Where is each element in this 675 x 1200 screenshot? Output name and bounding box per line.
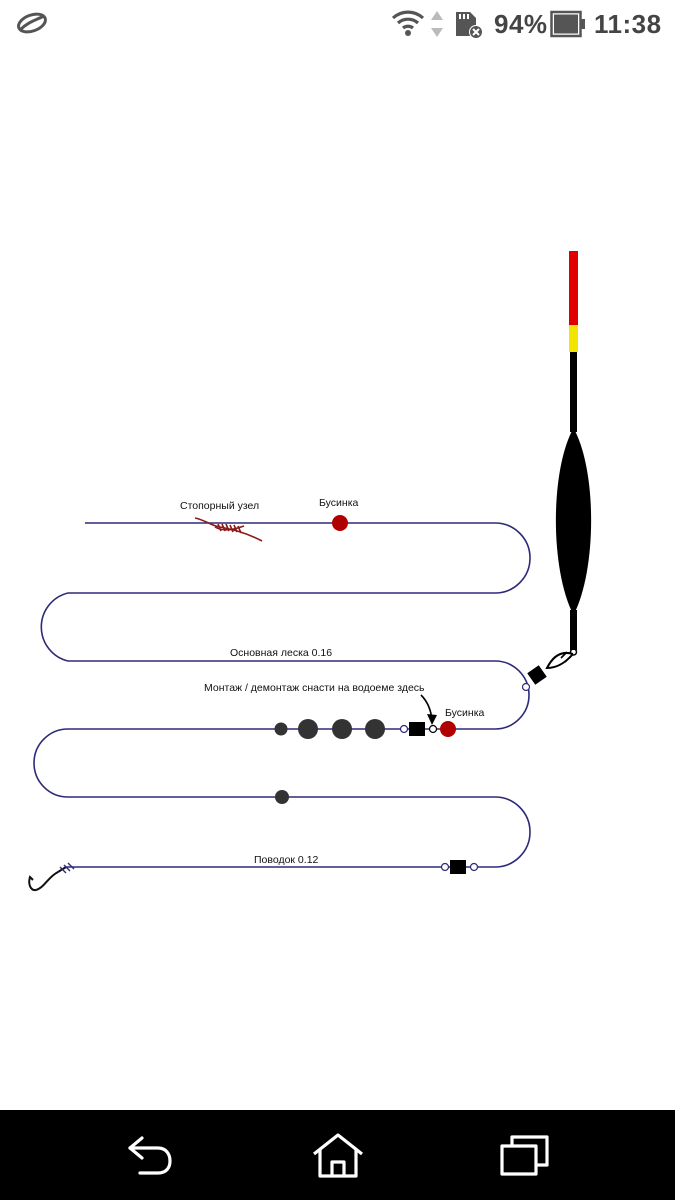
navigation-bar	[0, 1110, 675, 1200]
battery-icon	[550, 10, 585, 38]
stopper-knot-label: Стопорный узел	[180, 500, 260, 512]
sinker-large	[365, 719, 385, 739]
wifi-icon	[391, 10, 425, 36]
sd-card-icon	[456, 12, 483, 39]
status-bar: 94% 11:38	[0, 0, 675, 48]
float-rig-diagram: Стопорный узел Бусинка Основная леска 0.…	[0, 240, 675, 910]
bead-bottom-label: Бусинка	[445, 707, 485, 719]
leaf-icon	[17, 12, 47, 34]
bead-top-label: Бусинка	[319, 497, 359, 509]
float-icon	[555, 251, 592, 656]
recents-icon	[500, 1135, 549, 1176]
main-line-label: Основная леска 0.16	[230, 647, 333, 659]
leader-swivel-icon	[440, 860, 479, 874]
bead-top	[332, 515, 348, 531]
home-icon	[313, 1133, 363, 1178]
sinker-large	[298, 719, 318, 739]
stopper-knot-icon	[194, 517, 263, 542]
swivel-icon	[521, 665, 547, 692]
mount-here-label: Монтаж / демонтаж снасти на водоеме здес…	[204, 682, 425, 694]
recents-button[interactable]	[495, 1132, 555, 1178]
diagram-canvas	[28, 251, 592, 892]
mount-arrow-icon	[420, 694, 437, 725]
sinker-large	[332, 719, 352, 739]
home-button[interactable]	[308, 1132, 368, 1178]
bead-bottom	[440, 721, 456, 737]
leader-label: Поводок 0.12	[254, 854, 319, 866]
hook-icon	[28, 862, 75, 892]
data-arrows-icon	[431, 11, 443, 37]
mount-swivel-icon	[399, 722, 438, 736]
battery-percent: 94%	[494, 9, 548, 39]
main-line	[33, 522, 531, 868]
clock: 11:38	[594, 9, 662, 39]
sinker-small	[274, 722, 288, 736]
back-button[interactable]	[120, 1132, 180, 1178]
back-icon	[128, 1136, 172, 1175]
sinker-small-lower	[275, 790, 289, 804]
sinker-group	[274, 719, 385, 739]
snap-icon	[545, 651, 574, 670]
